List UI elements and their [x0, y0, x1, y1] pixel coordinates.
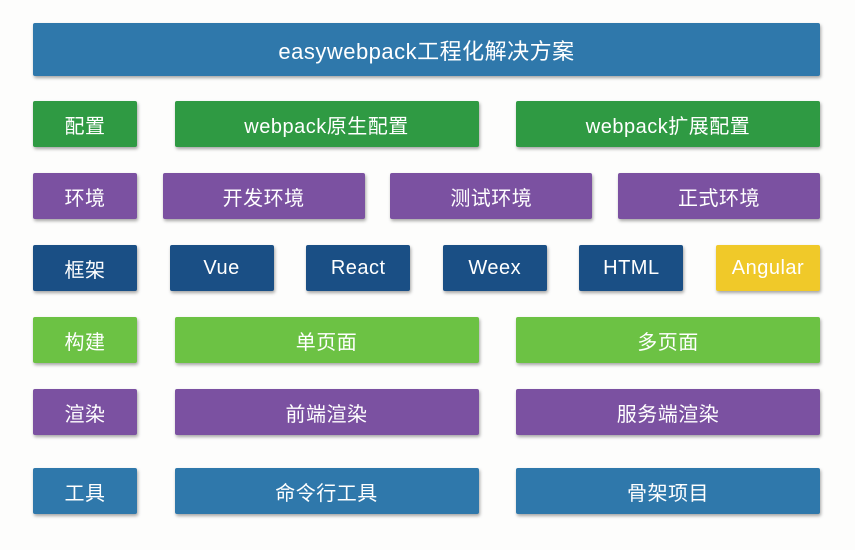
block-cli-tool: 命令行工具	[174, 468, 479, 514]
block-framework-html: HTML	[579, 245, 684, 291]
row-render: 渲染前端渲染服务端渲染	[33, 389, 820, 435]
block-server-side-render: 服务端渲染	[516, 389, 820, 435]
block-client-side-render: 前端渲染	[174, 389, 479, 435]
row-build: 构建单页面多页面	[33, 317, 820, 363]
row-config: 配置 webpack原生配置 webpack扩展配置	[33, 101, 820, 147]
block-webpack-native-config: webpack原生配置	[174, 101, 479, 147]
block-environment-label: 环境	[33, 173, 137, 219]
block-webpack-extend-config: webpack扩展配置	[516, 101, 820, 147]
block-framework-vue: Vue	[169, 245, 274, 291]
row-environment: 环境开发环境测试环境正式环境	[33, 173, 820, 219]
block-framework-react: React	[306, 245, 411, 291]
diagram-canvas: easywebpack工程化解决方案 配置 webpack原生配置 webpack扩…	[0, 23, 855, 550]
block-boilerplate-project: 骨架项目	[516, 468, 820, 514]
block-multi-page-app: 多页面	[516, 317, 820, 363]
block-single-page-app: 单页面	[174, 317, 479, 363]
main-title-banner: easywebpack工程化解决方案	[33, 23, 820, 76]
block-test-environment: 测试环境	[390, 173, 593, 219]
row-framework: 框架 Vue React Weex HTML Angular	[33, 245, 820, 291]
block-tools-label: 工具	[33, 468, 137, 514]
block-framework-weex: Weex	[442, 245, 547, 291]
block-dev-environment: 开发环境	[162, 173, 365, 219]
block-framework-label: 框架	[33, 245, 137, 291]
block-config-label: 配置	[33, 101, 137, 147]
block-prod-environment: 正式环境	[617, 173, 820, 219]
block-framework-angular: Angular	[715, 245, 820, 291]
block-build-label: 构建	[33, 317, 137, 363]
block-render-label: 渲染	[33, 389, 137, 435]
row-tools: 工具命令行工具骨架项目	[33, 468, 820, 514]
